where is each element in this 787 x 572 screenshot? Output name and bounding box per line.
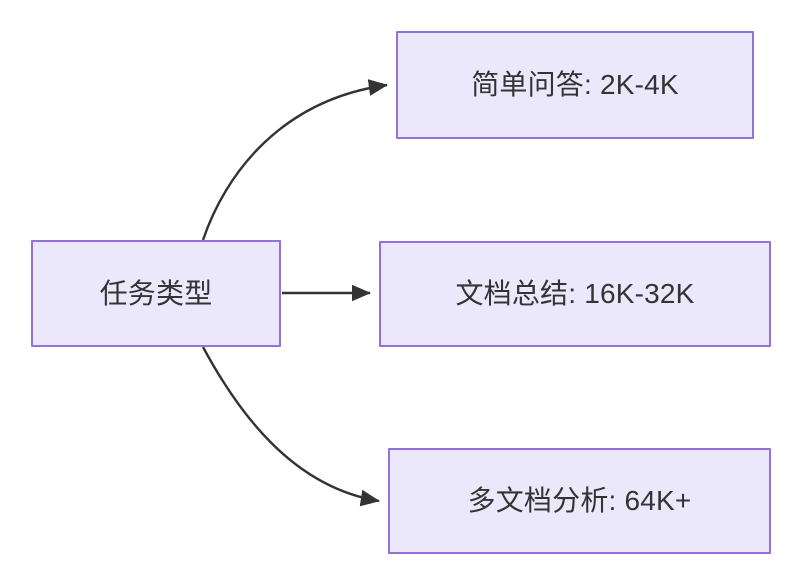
node-task-type[interactable]: 任务类型: [31, 240, 281, 347]
node-multi-document-analysis[interactable]: 多文档分析: 64K+: [388, 448, 771, 554]
edge-root-to-multi-doc: [201, 346, 380, 507]
node-document-summary[interactable]: 文档总结: 16K-32K: [379, 241, 771, 347]
node-document-summary-label: 文档总结: 16K-32K: [455, 278, 695, 310]
node-multi-document-analysis-label: 多文档分析: 64K+: [467, 485, 692, 517]
edge-root-to-simple-qa: [201, 79, 388, 241]
node-simple-qa[interactable]: 简单问答: 2K-4K: [396, 31, 754, 139]
node-simple-qa-label: 简单问答: 2K-4K: [471, 69, 679, 101]
node-task-type-label: 任务类型: [99, 277, 213, 309]
